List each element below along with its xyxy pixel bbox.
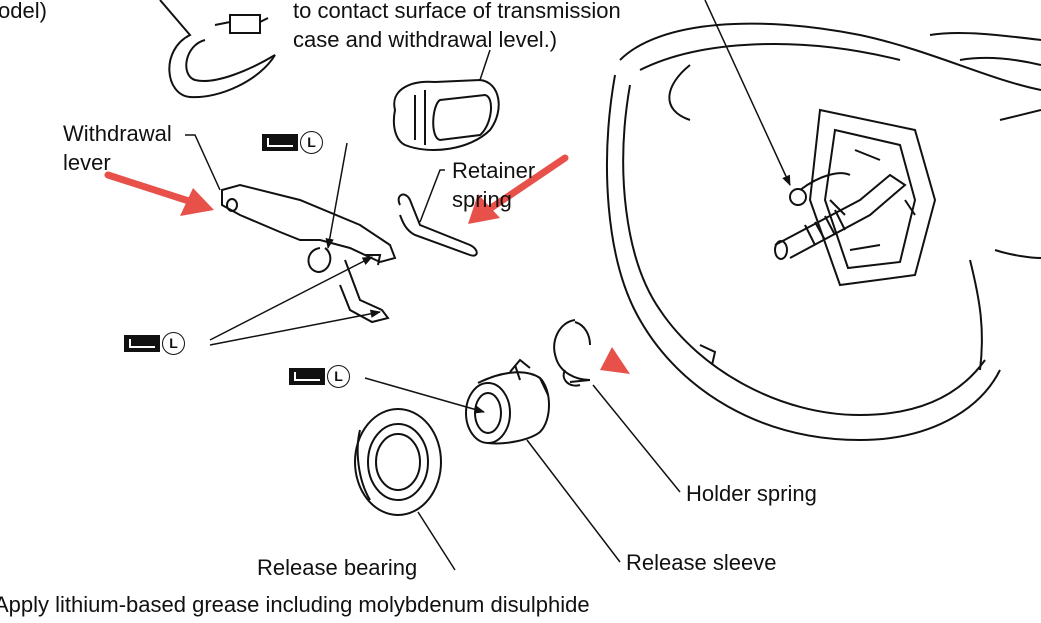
lithium-grease-letter: L [300, 131, 323, 154]
retainer-spring [397, 169, 478, 257]
transmission-case [606, 22, 1041, 442]
lithium-grease-letter: L [162, 332, 185, 355]
grease-footnote: Apply lithium-based grease including mol… [0, 592, 590, 617]
model-note-fragment: odel) [0, 0, 47, 23]
holder-spring [553, 319, 591, 387]
retainer-spring-label-line-2: spring [452, 187, 512, 212]
cable-tie [159, 0, 276, 99]
grease-symbol-badge: L [262, 131, 323, 155]
highlight-arrows [104, 154, 630, 374]
input-shaft [774, 172, 907, 260]
dust-boot [392, 49, 500, 151]
leader-to-ball-pin [704, 0, 791, 186]
release-bearing-label: Release bearing [257, 555, 418, 580]
withdrawal-lever [185, 134, 397, 324]
release-sleeve-label: Release sleeve [626, 550, 777, 575]
release-sleeve-leader [526, 439, 621, 563]
red-arrow-to-lever-icon [180, 188, 214, 216]
red-pointer-to-holder-spring-icon [600, 347, 630, 374]
grease-gun-icon [262, 134, 298, 151]
release-bearing [354, 408, 442, 516]
lithium-grease-letter: L [327, 365, 350, 388]
grease-symbol-badge: L [124, 332, 185, 356]
grease-symbol-badge: L [289, 365, 350, 389]
grease-note-line-2: case and withdrawal level.) [293, 27, 558, 52]
retainer-spring-label-line-1: Retainer [452, 158, 536, 183]
withdrawal-lever-label-line-1: Withdrawal [63, 121, 172, 146]
grease-gun-icon [289, 368, 325, 385]
release-sleeve [465, 358, 550, 445]
red-arrow-to-spring-icon [468, 194, 500, 224]
holder-spring-label: Holder spring [686, 481, 817, 506]
grease-gun-icon [124, 335, 160, 352]
withdrawal-lever-label-line-2: lever [63, 150, 111, 175]
holder-spring-leader [592, 384, 681, 493]
grease-leaders [209, 142, 486, 414]
grease-note-line-1: to contact surface of transmission [293, 0, 621, 23]
release-bearing-leader [417, 511, 456, 571]
